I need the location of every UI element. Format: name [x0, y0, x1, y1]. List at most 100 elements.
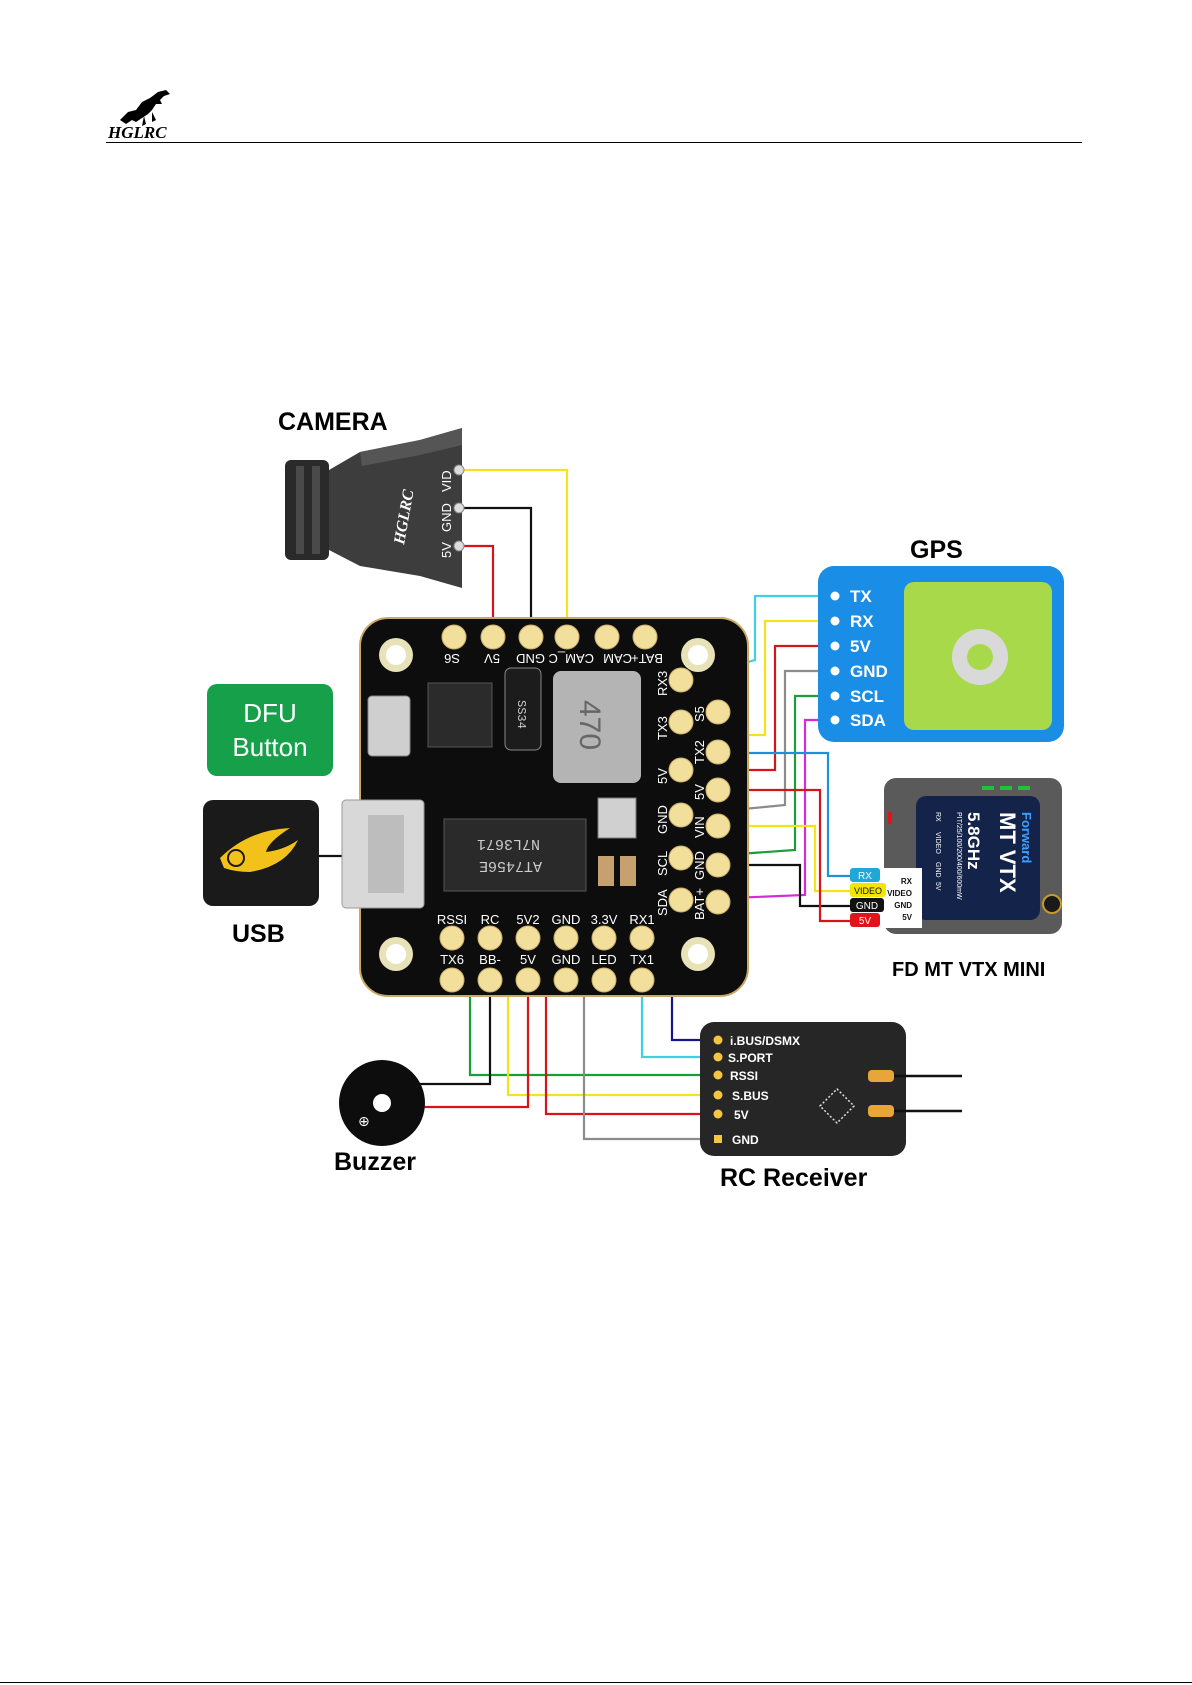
vtx-power: PIT/25/100/200/400/600mW — [955, 812, 962, 900]
fc-pad-vin: VIN — [692, 816, 707, 838]
camera-pin-gnd: GND — [439, 503, 454, 532]
buzzer-title: Buzzer — [334, 1148, 416, 1176]
wire-vtx-video — [718, 824, 852, 893]
fc-crystal — [597, 797, 637, 839]
wire-camera-5v — [460, 544, 495, 638]
fc-pad-scl: SCL — [655, 851, 670, 876]
fc-inductor — [553, 671, 641, 783]
vtx-model: MT VTX — [995, 812, 1020, 893]
fc-pad-batplus-top: BAT+ — [631, 651, 663, 666]
gps-pin-5v: 5V — [850, 637, 871, 656]
vtx-tag-5v: 5V — [859, 916, 872, 927]
camera-title: CAMERA — [278, 408, 388, 436]
wire-rc-5v — [544, 940, 718, 1116]
fc-pad-5v-b2: 5V — [520, 952, 536, 967]
fc-pad-cam-c: CAM_C — [548, 651, 594, 666]
vtx-edge-5v: 5V — [902, 913, 912, 922]
wire-camera-video — [460, 468, 569, 638]
rc-pins: i.BUS/DSMX S.PORT RSSI S.BUS 5V GND — [713, 1034, 800, 1147]
fc-pad-tx3: TX3 — [655, 716, 670, 740]
rc-pin-rssi: RSSI — [730, 1069, 758, 1083]
gps-pin-rx: RX — [850, 612, 874, 631]
camera-pin-5v: 5V — [439, 542, 454, 558]
fc-pad-rx3: RX3 — [655, 671, 670, 696]
camera-pin-vid: VID — [439, 470, 454, 492]
fc-pad-s5: S5 — [692, 706, 707, 722]
vtx-edge-gnd: GND — [894, 901, 912, 910]
rc-pin-sport: S.PORT — [728, 1051, 773, 1065]
fc-top-pads: S6 5V GND CAM_C CAM BAT+ CAM — [441, 624, 663, 666]
fc-diode — [504, 667, 542, 751]
fc-pad-sda: SDA — [655, 889, 670, 916]
vtx-inner-rx: RX — [934, 812, 941, 822]
vtx-edge-video: VIDEO — [887, 889, 912, 898]
fc-pad-s6: S6 — [444, 651, 460, 666]
gps-pin-tx: TX — [850, 587, 872, 606]
vtx-title: FD MT VTX MINI — [892, 959, 1045, 981]
gps-pins: TX RX 5V GND SCL SDA — [830, 587, 888, 730]
fc-pad-tx1: TX1 — [630, 952, 654, 967]
wire-camera-gnd — [460, 506, 533, 638]
footer-rule — [0, 1682, 1192, 1683]
fc-pad-tx6: TX6 — [440, 952, 464, 967]
vtx-inner-video: VIDEO — [934, 832, 941, 854]
fc-bottom-row1: RSSI RC 5V2 GND 3.3V RX1 — [437, 912, 655, 951]
fc-pad-tx2: TX2 — [692, 740, 707, 764]
fc-pad-batplus-right: BAT+ — [692, 888, 707, 920]
gps-pin-sda: SDA — [850, 711, 886, 730]
vtx-inner-gnd: GND — [934, 862, 941, 878]
fc-pad-gnd-inner: GND — [692, 851, 707, 880]
gps-pin-scl: SCL — [850, 687, 884, 706]
fc-pad-5v-right: 5V — [655, 768, 670, 784]
dfu-button-label: DFU Button — [207, 684, 333, 776]
fc-osd-line1: N7L3671 — [477, 835, 540, 852]
fc-pad-gnd-b2: GND — [552, 952, 581, 967]
rc-pin-ibus: i.BUS/DSMX — [730, 1034, 800, 1048]
wire-buzzer-neg — [420, 980, 492, 1086]
fc-osd-chip — [443, 818, 587, 892]
gps-pin-gnd: GND — [850, 662, 888, 681]
fc-right-outer-pads: RX3 TX3 5V GND SCL SDA — [655, 667, 694, 916]
fc-bottom-row2: TX6 BB- 5V GND LED TX1 — [439, 952, 655, 993]
dinosaur-icon — [120, 90, 170, 126]
buzzer-plus-icon: ⊕ — [358, 1114, 370, 1130]
flight-controller: S6 5V GND CAM_C CAM BAT+ CAM RX3 TX3 5V … — [341, 617, 749, 997]
rc-title: RC Receiver — [720, 1164, 868, 1192]
fc-dfu-switch — [367, 695, 411, 757]
rc-receiver: i.BUS/DSMX S.PORT RSSI S.BUS 5V GND RC R… — [700, 1022, 962, 1192]
wire-vtx-gnd — [718, 863, 852, 908]
fc-pad-gnd-right: GND — [655, 805, 670, 834]
dfu-line2: Button — [232, 732, 307, 762]
fc-pad-gnd-top: GND — [516, 651, 545, 666]
fc-pad-cam-label: CAM — [603, 651, 632, 666]
vtx-inner-5v: 5V — [934, 882, 941, 891]
fc-pad-5v-inner: 5V — [692, 784, 707, 800]
fc-pad-rx1: RX1 — [629, 912, 654, 927]
fc-pad-led: LED — [591, 952, 616, 967]
vtx-module: Forward MT VTX 5.8GHz PIT/25/100/200/400… — [850, 778, 1062, 981]
fc-pad-bb: BB- — [479, 952, 501, 967]
fc-pad-gnd-b1: GND — [552, 912, 581, 927]
fc-pad-3v3: 3.3V — [591, 912, 618, 927]
gps-module: GPS TX RX 5V GND SCL SDA — [818, 536, 1064, 742]
gps-title: GPS — [910, 536, 963, 564]
fc-pad-rc: RC — [481, 912, 500, 927]
camera: CAMERA HGLRC VID GND 5V — [278, 408, 465, 588]
fc-mcu-chip — [427, 682, 493, 748]
usb-block: USB — [203, 800, 319, 948]
wire-rc-sport — [640, 980, 718, 1059]
fc-inductor-label: 470 — [573, 700, 606, 750]
vtx-tag-gnd: GND — [856, 901, 878, 912]
wire-rc-gnd — [582, 940, 718, 1141]
fc-diode-label: SS34 — [514, 700, 528, 729]
rc-pin-sbus: S.BUS — [732, 1089, 769, 1103]
vtx-tag-rx: RX — [858, 871, 872, 882]
hglrc-logo: HGLRC — [107, 90, 170, 142]
rc-pin-gnd: GND — [732, 1133, 759, 1147]
header-rule — [106, 142, 1082, 143]
header-logo-text: HGLRC — [107, 123, 167, 142]
vtx-antenna-connector — [1042, 894, 1062, 914]
wire-buzzer-pos — [420, 980, 530, 1109]
usb-title: USB — [232, 920, 285, 948]
